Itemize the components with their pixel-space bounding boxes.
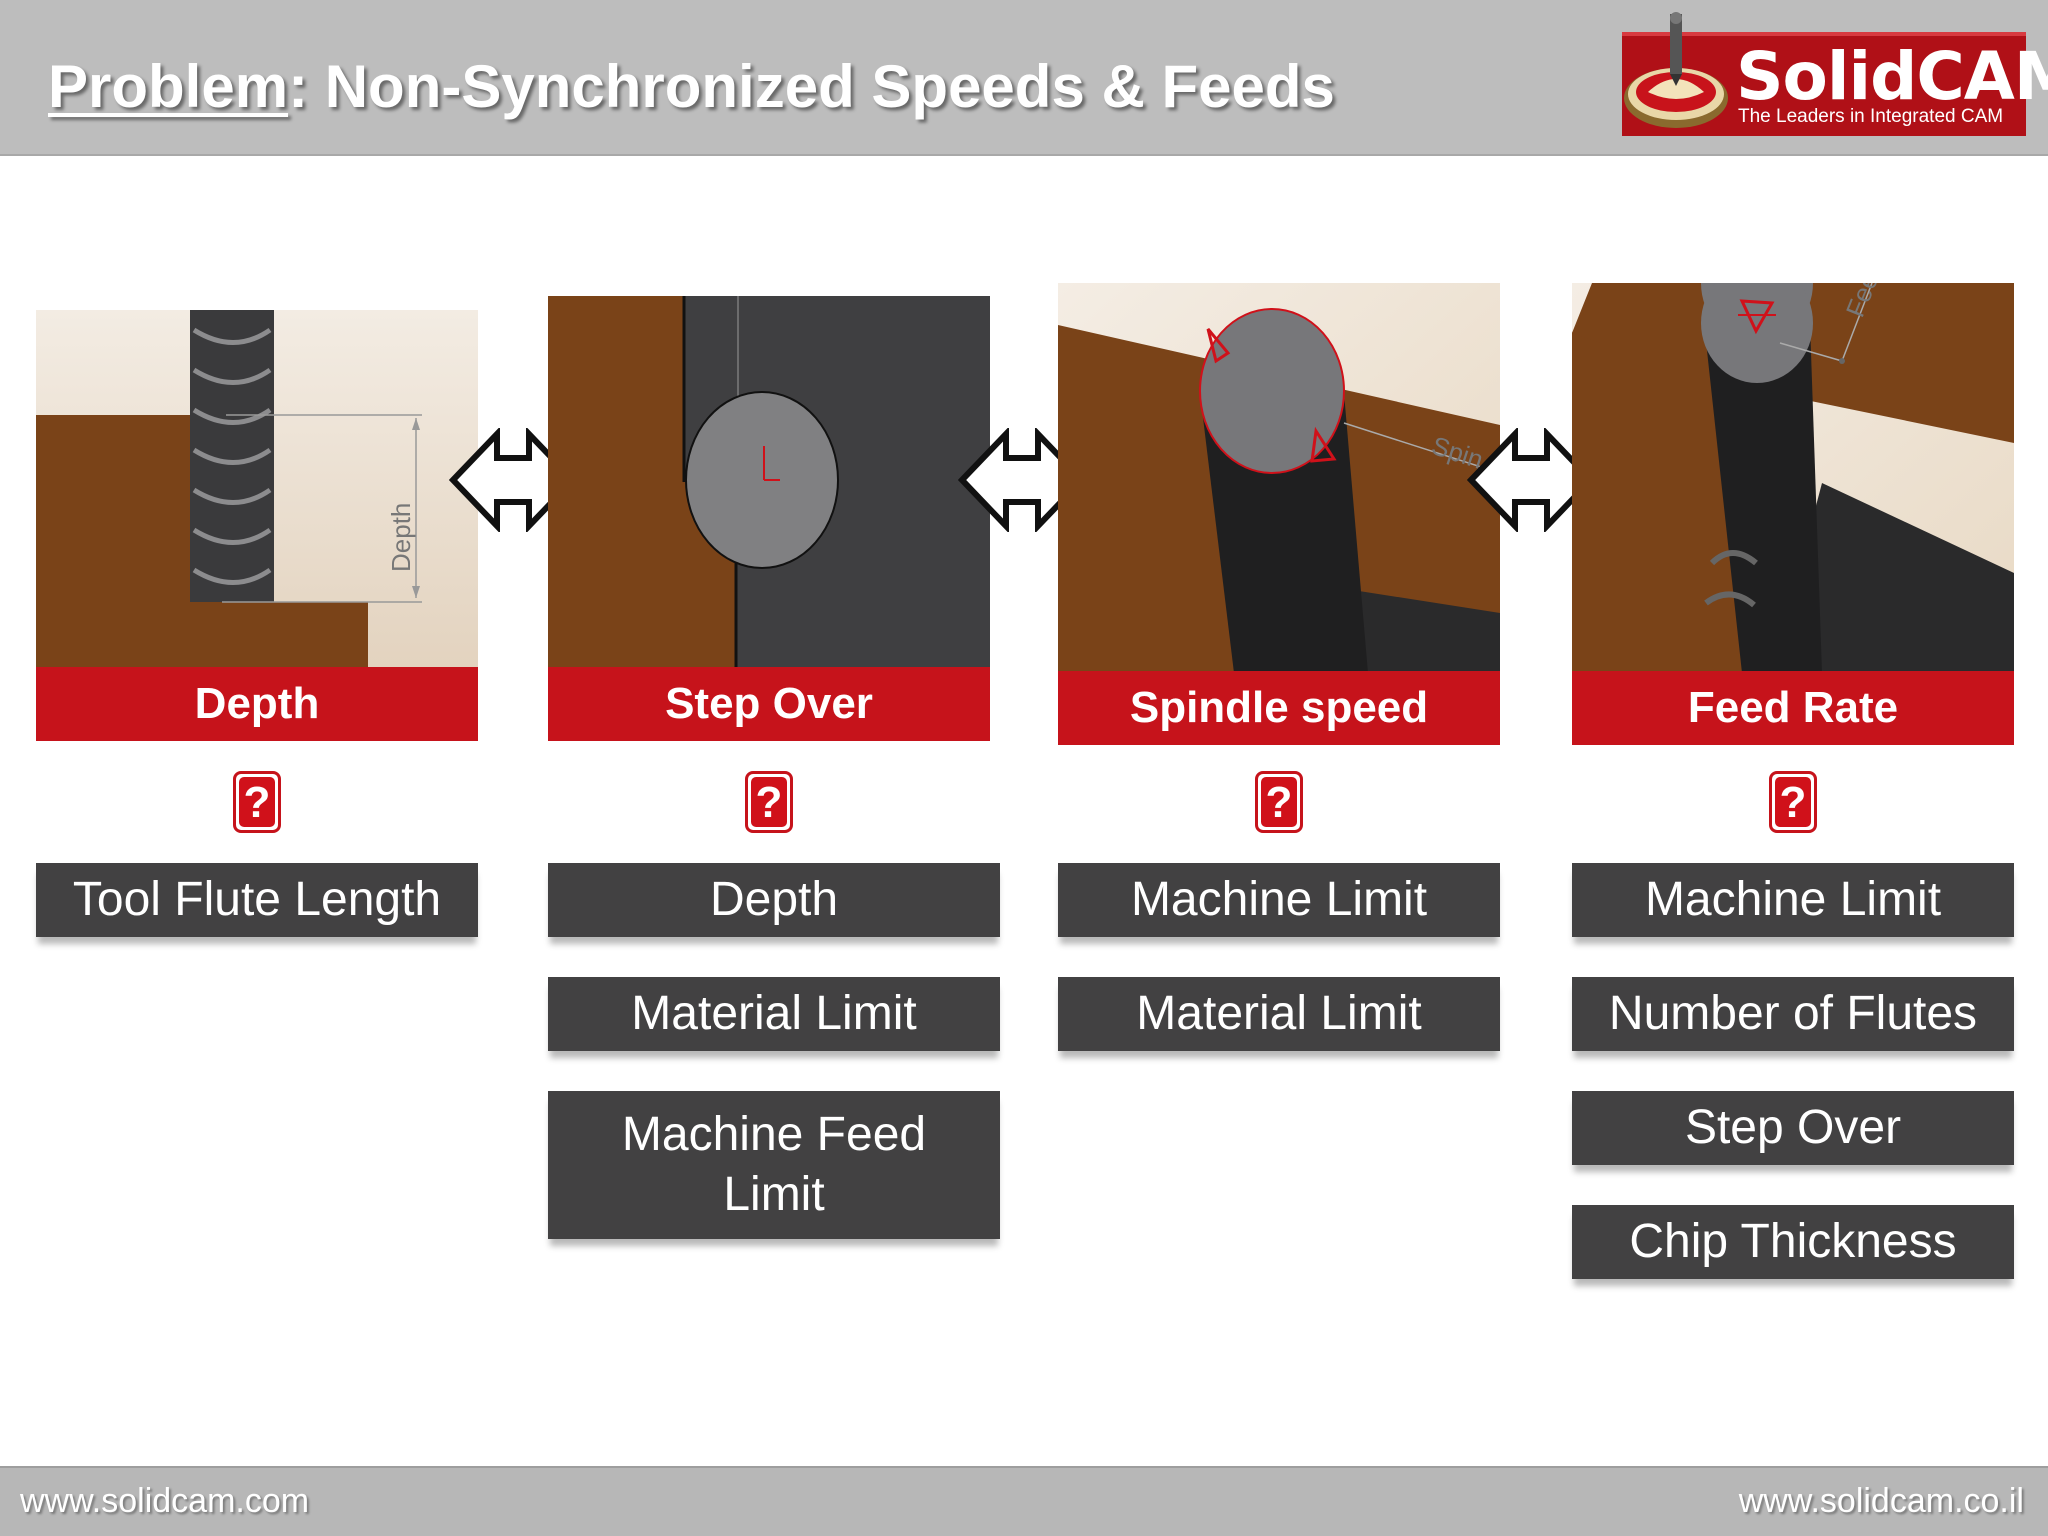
header-bar: Problem: Non-Synchronized Speeds & Feeds… — [0, 0, 2048, 156]
item-material-limit: Material Limit — [1058, 977, 1500, 1051]
question-mark-icon: ? — [1255, 771, 1303, 833]
caption-feed-rate: Feed Rate — [1572, 671, 2014, 745]
caption-step-over: Step Over — [548, 667, 990, 741]
slide-title: Problem: Non-Synchronized Speeds & Feeds — [48, 52, 1335, 121]
logo-tagline: The Leaders in Integrated CAM — [1738, 106, 2004, 127]
feed-rate-illustration: Fee — [1572, 283, 2014, 673]
item-machine-limit: Machine Limit — [1058, 863, 1500, 937]
item-chip-thickness: Chip Thickness — [1572, 1205, 2014, 1279]
solidcam-logo: SolidCAM The Leaders in Integrated CAM — [1618, 12, 2048, 136]
title-rest: : Non-Synchronized Speeds & Feeds — [288, 53, 1335, 120]
depth-illustration: Depth — [36, 310, 478, 668]
footer-bar: www.solidcam.com www.solidcam.co.il — [0, 1466, 2048, 1536]
spindle-illustration: Spin — [1058, 283, 1500, 673]
question-mark-icon: ? — [233, 771, 281, 833]
item-machine-limit: Machine Limit — [1572, 863, 2014, 937]
title-problem: Problem — [48, 53, 289, 120]
item-depth: Depth — [548, 863, 1000, 937]
question-mark-icon: ? — [1769, 771, 1817, 833]
footer-url-left[interactable]: www.solidcam.com — [20, 1482, 310, 1520]
item-tool-flute-length: Tool Flute Length — [36, 863, 478, 937]
logo-name: SolidCAM — [1736, 38, 2048, 115]
item-machine-feed-limit: Machine Feed Limit — [548, 1091, 1000, 1239]
step-over-illustration — [548, 296, 990, 668]
item-material-limit: Material Limit — [548, 977, 1000, 1051]
footer-url-right[interactable]: www.solidcam.co.il — [1738, 1482, 2024, 1520]
solidcam-logo-icon — [1622, 12, 2026, 136]
item-number-of-flutes: Number of Flutes — [1572, 977, 2014, 1051]
caption-spindle-speed: Spindle speed — [1058, 671, 1500, 745]
depth-dimension-label: Depth — [386, 503, 416, 572]
question-mark-icon: ? — [745, 771, 793, 833]
caption-depth: Depth — [36, 667, 478, 741]
item-step-over: Step Over — [1572, 1091, 2014, 1165]
